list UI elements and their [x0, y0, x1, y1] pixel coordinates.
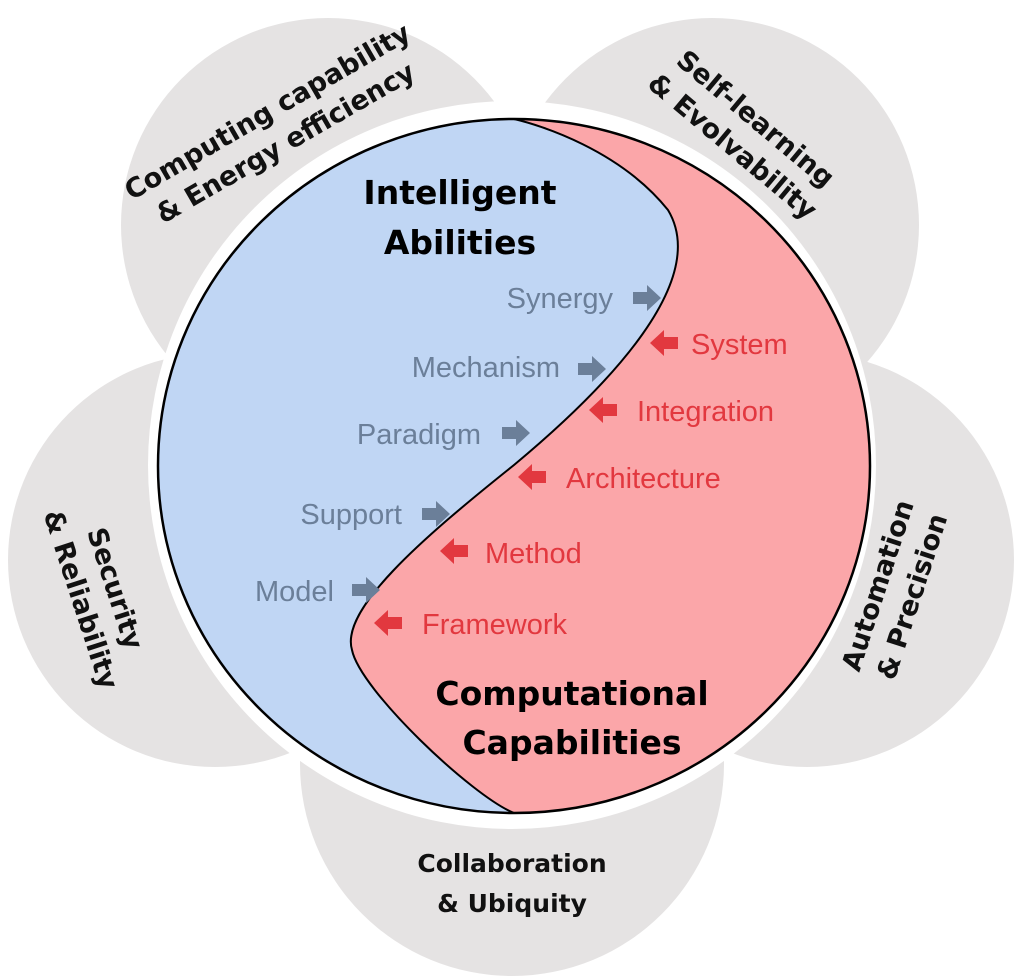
arrow-right-icon	[422, 501, 450, 527]
arrow-right-icon	[578, 356, 606, 382]
red-item: Framework	[374, 609, 568, 641]
arrow-left-icon	[589, 397, 617, 423]
petal-bottom-line2: & Ubiquity	[437, 889, 587, 918]
red-title-line1: Computational	[435, 674, 708, 713]
s-curve	[349, 118, 679, 814]
red-half	[350, 119, 870, 813]
blue-item-label: Model	[255, 576, 334, 608]
arrow-left-icon	[650, 330, 678, 356]
blue-item-label: Paradigm	[357, 419, 481, 451]
red-item-label: Architecture	[566, 463, 721, 495]
arrow-left-icon	[518, 464, 546, 490]
blue-title-line1: Intelligent	[363, 173, 556, 212]
blue-item: Paradigm	[357, 419, 530, 451]
blue-title-line2: Abilities	[384, 223, 536, 262]
blue-item: Mechanism	[412, 352, 606, 384]
blue-item: Synergy	[507, 283, 661, 315]
blue-item-label: Support	[300, 499, 402, 531]
arrow-right-icon	[352, 577, 380, 603]
red-item-label: System	[691, 329, 788, 361]
red-item-label: Method	[485, 538, 582, 570]
red-item-label: Integration	[637, 396, 774, 428]
red-item: System	[650, 329, 788, 361]
red-item: Integration	[589, 396, 774, 428]
arrow-left-icon	[374, 610, 402, 636]
arrow-right-icon	[502, 420, 530, 446]
red-title-line2: Capabilities	[462, 723, 681, 762]
center-circle-outline	[156, 117, 872, 815]
blue-item-label: Synergy	[507, 283, 614, 315]
blue-item: Support	[300, 499, 450, 531]
blue-item-label: Mechanism	[412, 352, 560, 384]
blue-half	[158, 119, 678, 813]
arrow-right-icon	[633, 285, 661, 311]
red-items: System Integration Architecture Method F…	[374, 329, 788, 641]
petal-label-bottom: Collaboration & Ubiquity	[417, 849, 606, 918]
red-item-label: Framework	[422, 609, 568, 641]
red-item: Method	[440, 538, 582, 570]
blue-item: Model	[255, 576, 380, 608]
blue-items: Synergy Mechanism Paradigm Support Model	[255, 283, 661, 608]
red-item: Architecture	[518, 463, 721, 495]
petal-bottom-line1: Collaboration	[417, 849, 606, 878]
arrow-left-icon	[440, 538, 468, 564]
